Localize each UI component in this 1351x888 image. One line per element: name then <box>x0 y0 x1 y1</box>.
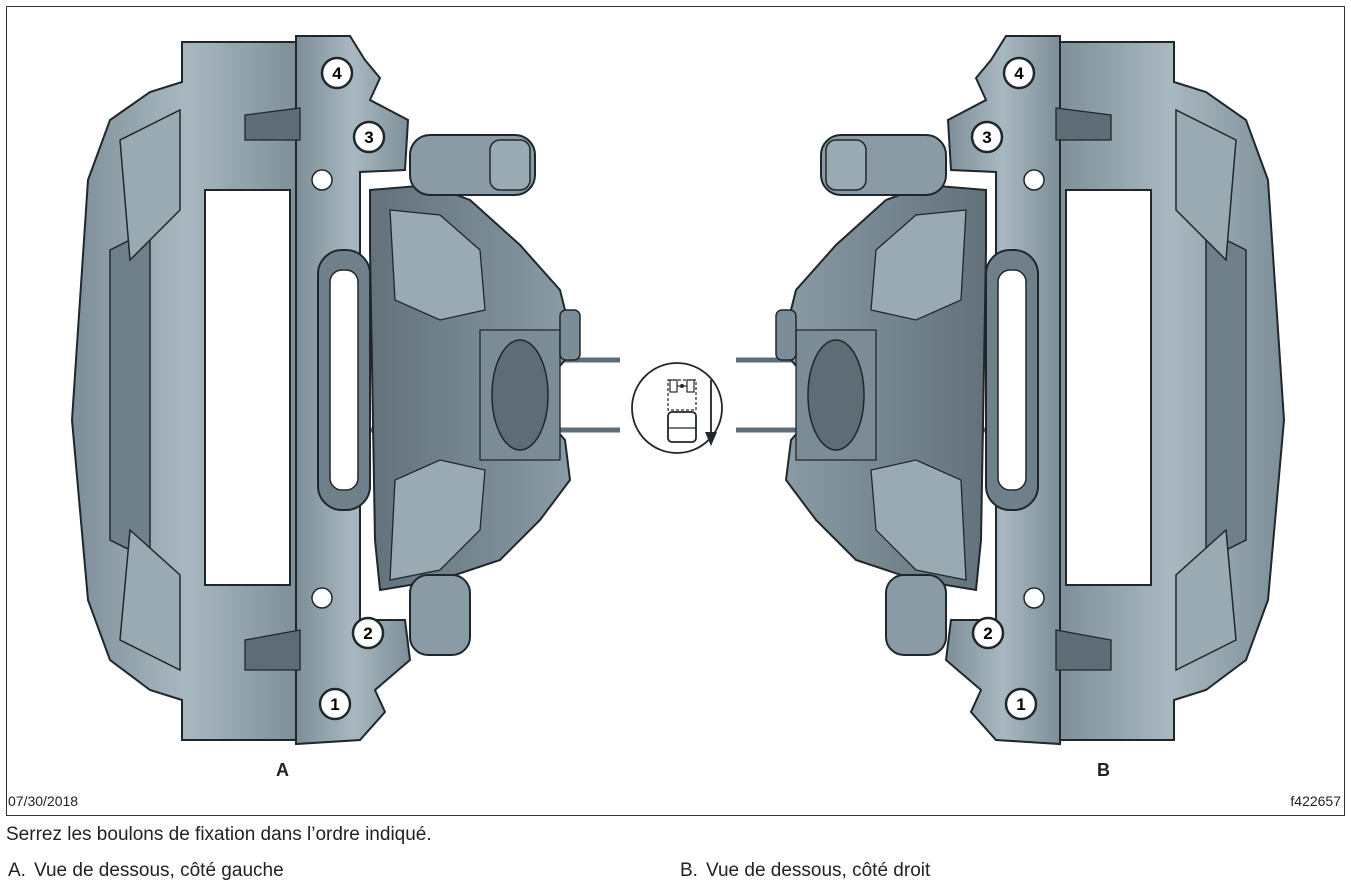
legend-key-a: A. <box>8 860 26 881</box>
legend-text-a: Vue de dessous, côté gauche <box>34 860 284 881</box>
view-b-label: B <box>1097 760 1110 780</box>
caliper-view-a: 4 3 2 1 <box>72 36 620 744</box>
bolt-3-label-b: 3 <box>982 128 991 147</box>
view-a-label: A <box>276 760 289 780</box>
bolt-4-label-a: 4 <box>332 64 342 83</box>
legend-text-b: Vue de dessous, côté droit <box>706 860 931 881</box>
legend-item-b: B. Vue de dessous, côté droit <box>680 860 930 882</box>
bolt-4-label-b: 4 <box>1014 64 1024 83</box>
figure-frame <box>6 6 1345 816</box>
truck-orientation-icon <box>631 362 723 454</box>
bolt-1-label-b: 1 <box>1016 695 1025 714</box>
bolt-2-label-b: 2 <box>983 624 992 643</box>
bolt-3-label-a: 3 <box>364 128 373 147</box>
figure-caption: Serrez les boulons de fixation dans l’or… <box>6 824 432 845</box>
figure-date: 07/30/2018 <box>8 793 79 809</box>
legend-key-b: B. <box>680 860 698 881</box>
legend-item-a: A. Vue de dessous, côté gauche <box>8 860 284 882</box>
bolt-2-label-a: 2 <box>363 624 372 643</box>
bolt-1-label-a: 1 <box>330 695 339 714</box>
caliper-view-b: 4 3 2 1 <box>736 36 1284 744</box>
figure-id: f422657 <box>1290 793 1341 809</box>
